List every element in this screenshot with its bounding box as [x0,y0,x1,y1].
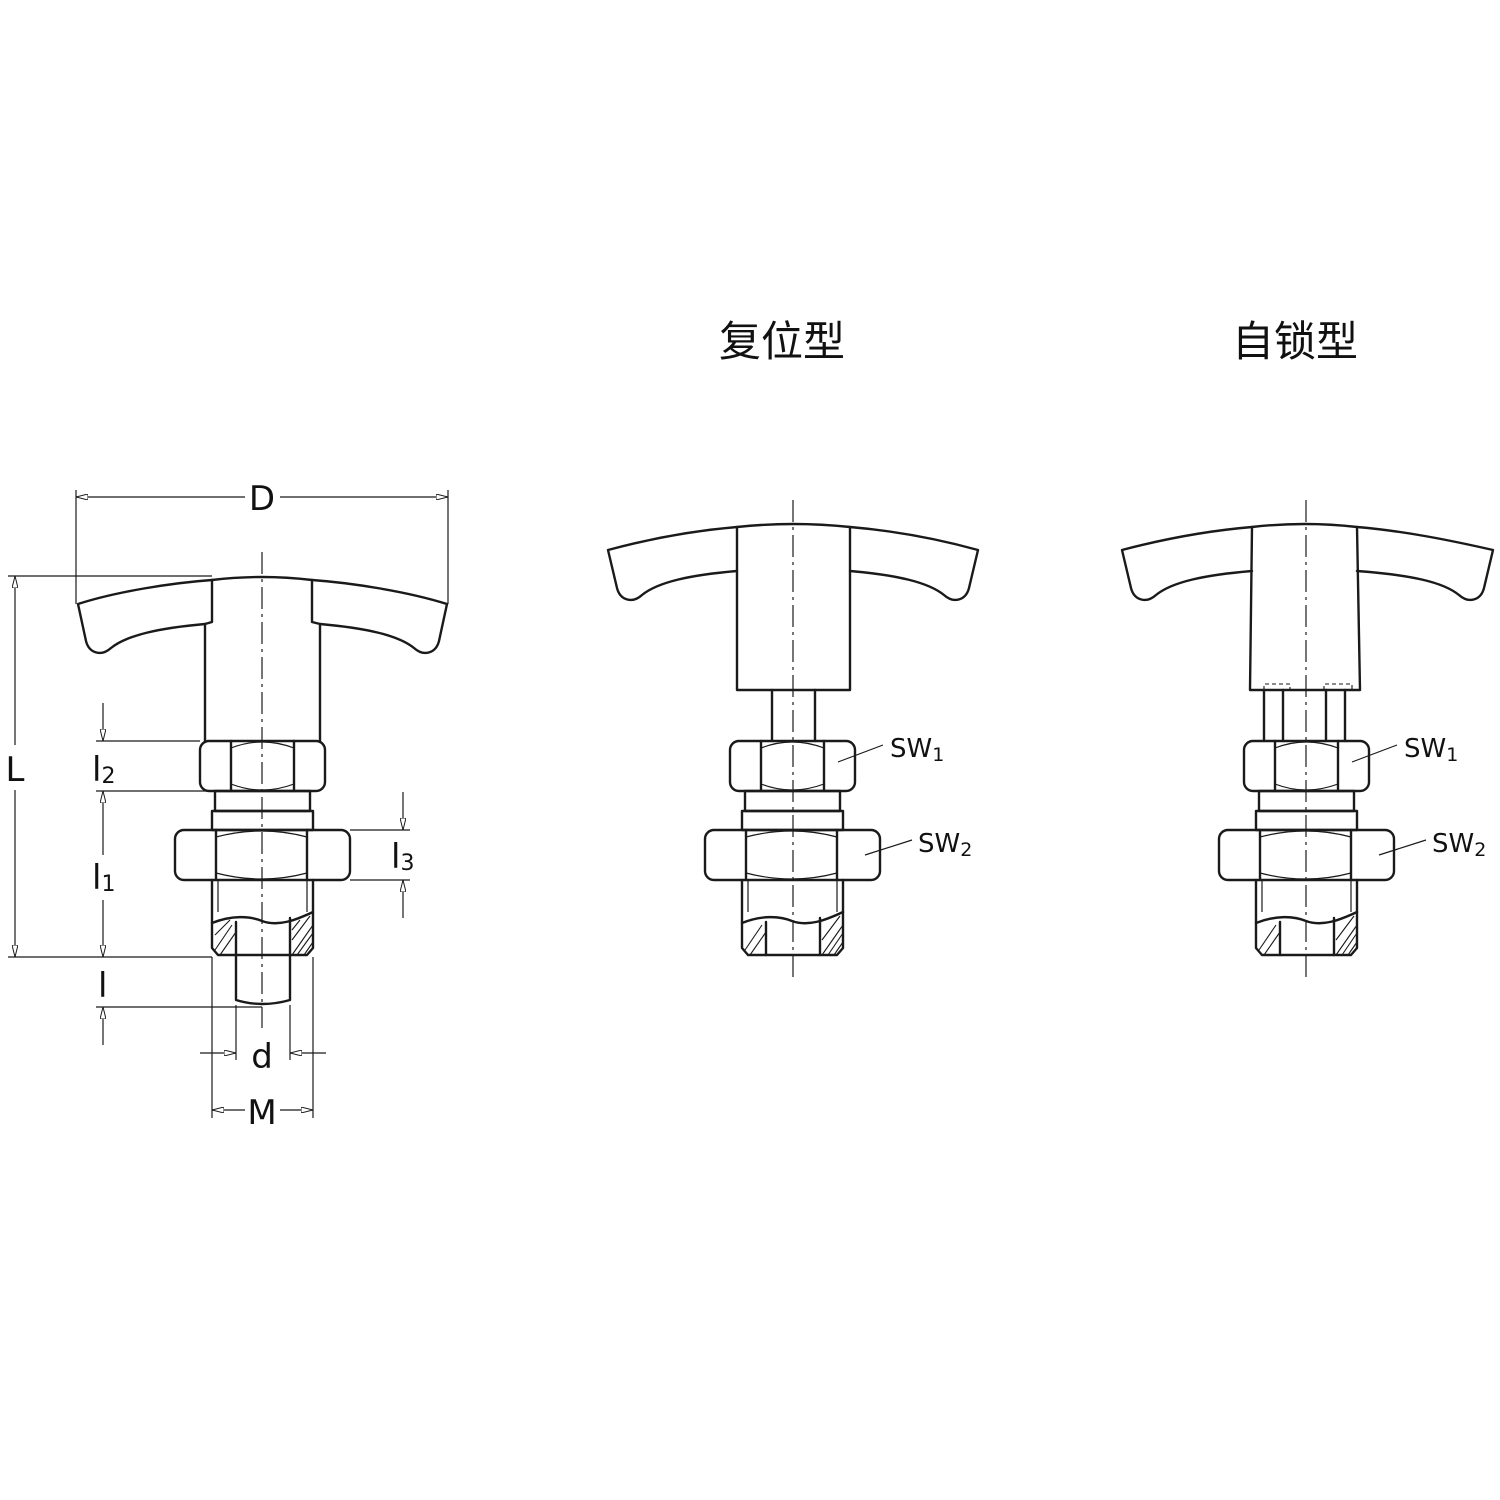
reset-exposed-pin [770,688,817,743]
dim-label-l: l [98,966,107,1006]
lock-pins [1262,688,1347,743]
dim-label-M: M [247,1093,276,1133]
t-handle-top [210,575,314,582]
handle-stem [203,578,322,743]
dim-label-d: d [251,1037,273,1077]
lock-slot-left [1263,683,1291,690]
lock-handle-body [1248,525,1362,692]
reset-sw2-label: SW2 [918,829,972,861]
dim-label-L: L [6,750,25,790]
t-handle-left [76,578,214,655]
dim-label-l3: l3 [391,837,414,877]
self-lock-type-view: SW1 SW2 [1120,500,1495,978]
t-handle-right [310,578,449,655]
reset-t-handle [606,522,980,602]
lock-sw2-leader [1378,839,1427,856]
dim-label-l2: l2 [92,750,115,790]
plunger-pin [234,953,292,1006]
self-lock-type-title: 自锁型 [1232,317,1358,366]
reset-sw1-leader [837,744,884,763]
lock-sw1-leader [1351,744,1398,763]
lock-t-handle [1120,522,1495,602]
dim-label-D: D [249,479,275,519]
lock-sw2-label: SW2 [1432,829,1486,861]
main-dimensioned-view: D L l2 l1 l l3 d [6,479,449,1133]
reset-type-view: SW1 SW2 [606,500,980,978]
lock-sw1-label: SW1 [1404,734,1458,766]
reset-type-title: 复位型 [719,317,845,366]
reset-sw2-leader [864,839,913,856]
reset-sw1-label: SW1 [890,734,944,766]
lock-slot-right [1323,683,1353,690]
dim-label-l1: l1 [92,858,115,898]
